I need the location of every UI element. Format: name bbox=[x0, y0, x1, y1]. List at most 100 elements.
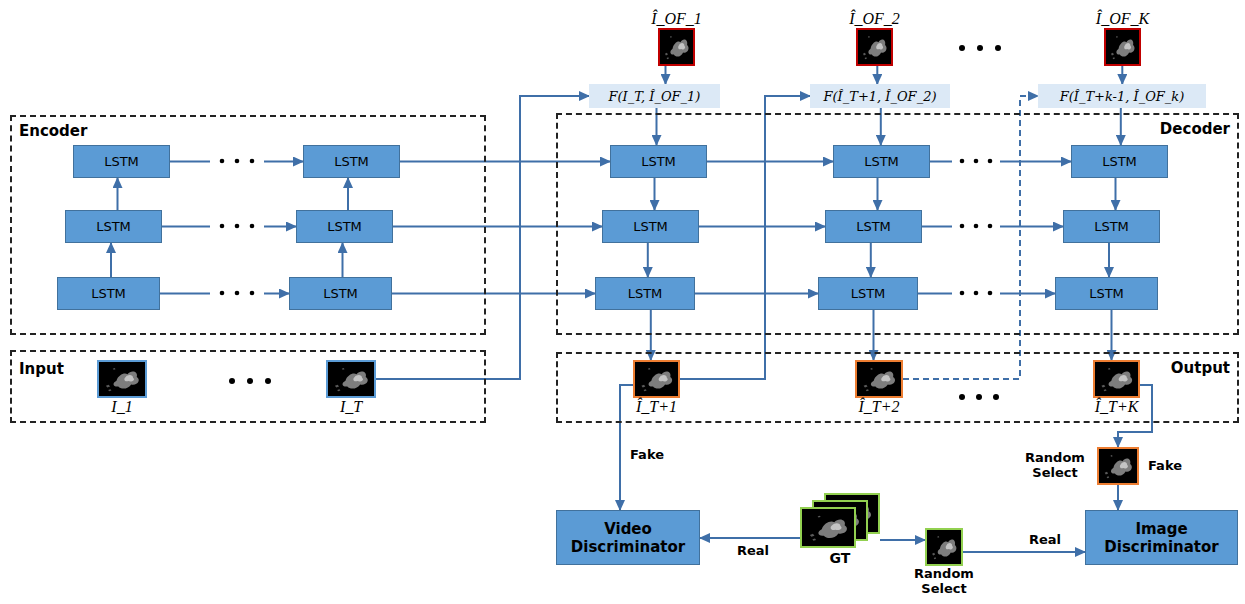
echo-speckle bbox=[863, 36, 870, 59]
radar-echo-picture bbox=[99, 362, 145, 396]
flow-arrow bbox=[347, 178, 349, 210]
lstm-cell: LSTM bbox=[57, 277, 160, 310]
frame-label: I_T bbox=[340, 398, 362, 415]
flow-arrow bbox=[1115, 178, 1117, 210]
group-title: Output bbox=[1171, 359, 1230, 377]
flow-arrow bbox=[695, 293, 818, 295]
echo-speckle bbox=[106, 368, 116, 391]
frame-ground bbox=[328, 362, 374, 396]
flow-arrow bbox=[963, 551, 1085, 553]
radar-echo-picture bbox=[1099, 449, 1137, 483]
flow-arrow bbox=[1121, 66, 1123, 84]
lstm-cell: LSTM bbox=[602, 210, 699, 243]
frame-label: Î_T+K bbox=[1095, 398, 1139, 415]
discriminator-label: Image Discriminator bbox=[1092, 520, 1231, 556]
echo-blob bbox=[818, 519, 847, 538]
echo-blob bbox=[649, 372, 673, 389]
flow-arrow bbox=[1108, 243, 1110, 277]
cell-label: LSTM bbox=[327, 219, 362, 234]
cell-label: LSTM bbox=[334, 154, 369, 169]
dot bbox=[250, 224, 255, 229]
echo-blob bbox=[1111, 459, 1132, 476]
flow-arrow bbox=[647, 243, 649, 277]
echo-speckle bbox=[864, 368, 873, 391]
echo-speckle bbox=[1105, 455, 1113, 478]
dot bbox=[995, 45, 1001, 51]
frame-ground bbox=[99, 362, 145, 396]
cell-label: LSTM bbox=[851, 286, 886, 301]
ground-truth-label: GT bbox=[830, 550, 851, 566]
lstm-cell: LSTM bbox=[1071, 145, 1168, 178]
fusion-formula: F(Î_T+1, Î_OF_2) bbox=[824, 89, 937, 104]
dashed-group-box: DecoderLSTMLSTMLSTMLSTMLSTMLSTMLSTMLSTML… bbox=[556, 113, 1239, 335]
echo-blob bbox=[938, 540, 957, 557]
fusion-box: F(Î_T+k-1, Î_OF_k) bbox=[1038, 84, 1206, 108]
lstm-cell: LSTM bbox=[833, 145, 930, 178]
echo-core bbox=[678, 43, 685, 49]
flow-arrow bbox=[654, 178, 656, 210]
dot bbox=[960, 159, 965, 164]
radar-echo-picture bbox=[927, 530, 961, 564]
ground-truth-stack: GT bbox=[800, 493, 880, 548]
dashed-group-box: InputI_1I_T bbox=[10, 350, 486, 423]
lstm-cell: LSTM bbox=[1063, 210, 1160, 243]
ellipsis-dots bbox=[220, 45, 1001, 400]
frame-ground bbox=[858, 30, 891, 64]
fusion-box: F(Î_T+1, Î_OF_2) bbox=[810, 84, 950, 108]
echo-core bbox=[1119, 375, 1128, 381]
group-title: Encoder bbox=[19, 122, 87, 140]
lstm-cell: LSTM bbox=[818, 277, 918, 310]
random-select-label: Random Select bbox=[908, 566, 980, 596]
dot bbox=[974, 159, 979, 164]
echo-blob bbox=[871, 372, 895, 389]
echo-core bbox=[876, 43, 883, 49]
lstm-cell: LSTM bbox=[825, 210, 922, 243]
radar-echo-picture bbox=[857, 362, 901, 396]
dot bbox=[250, 291, 255, 296]
radar-echo-picture bbox=[660, 30, 693, 64]
radar-echo-picture bbox=[1095, 362, 1138, 396]
random-select-label: Random Select bbox=[1019, 450, 1091, 480]
cell-label: LSTM bbox=[856, 219, 891, 234]
frame-ground bbox=[1106, 30, 1139, 64]
dot bbox=[959, 45, 965, 51]
frame-label: I_1 bbox=[111, 398, 132, 415]
dot bbox=[977, 45, 983, 51]
frame-ground bbox=[660, 30, 693, 64]
flow-arrow bbox=[877, 178, 879, 210]
dot bbox=[265, 378, 271, 384]
flow-arrow bbox=[870, 243, 872, 277]
dot bbox=[220, 224, 225, 229]
echo-speckle bbox=[810, 516, 821, 541]
flow-arrow bbox=[930, 161, 1071, 163]
dashed-group-box: OutputÎ_T+1Î_T+2Î_T+K bbox=[556, 352, 1239, 423]
echo-core bbox=[1120, 462, 1128, 468]
frame-label: Î_OF_2 bbox=[849, 10, 900, 27]
dashed-arrow bbox=[903, 96, 1038, 379]
radar-echo-picture bbox=[635, 362, 678, 396]
cell-label: LSTM bbox=[628, 286, 663, 301]
frame-image: Î_T+1 bbox=[633, 360, 680, 398]
echo-speckle bbox=[1111, 36, 1118, 59]
ellipsis-patch bbox=[210, 285, 264, 301]
flow-arrow bbox=[392, 293, 595, 295]
echo-core bbox=[1124, 43, 1131, 49]
dot bbox=[988, 224, 993, 229]
lstm-cell: LSTM bbox=[65, 210, 162, 243]
flow-arrow bbox=[110, 243, 112, 277]
lstm-cell: LSTM bbox=[73, 145, 170, 178]
fusion-box: F(I_T, Î_OF_1) bbox=[589, 84, 720, 108]
ellipsis-patch bbox=[952, 218, 1000, 234]
frame-ground bbox=[1099, 449, 1137, 483]
dashed-group-box: EncoderLSTMLSTMLSTMLSTMLSTMLSTM bbox=[10, 115, 486, 335]
frame-ground bbox=[927, 530, 961, 564]
lstm-cell: LSTM bbox=[610, 145, 707, 178]
dot bbox=[974, 291, 979, 296]
frame-image: Î_OF_K bbox=[1104, 28, 1141, 66]
frame-image: Î_OF_2 bbox=[856, 28, 893, 66]
dot bbox=[235, 291, 240, 296]
frame-image: Random Select bbox=[1097, 447, 1139, 485]
frame-image: Random Select bbox=[925, 528, 963, 566]
edge-label: Real bbox=[1027, 532, 1063, 547]
